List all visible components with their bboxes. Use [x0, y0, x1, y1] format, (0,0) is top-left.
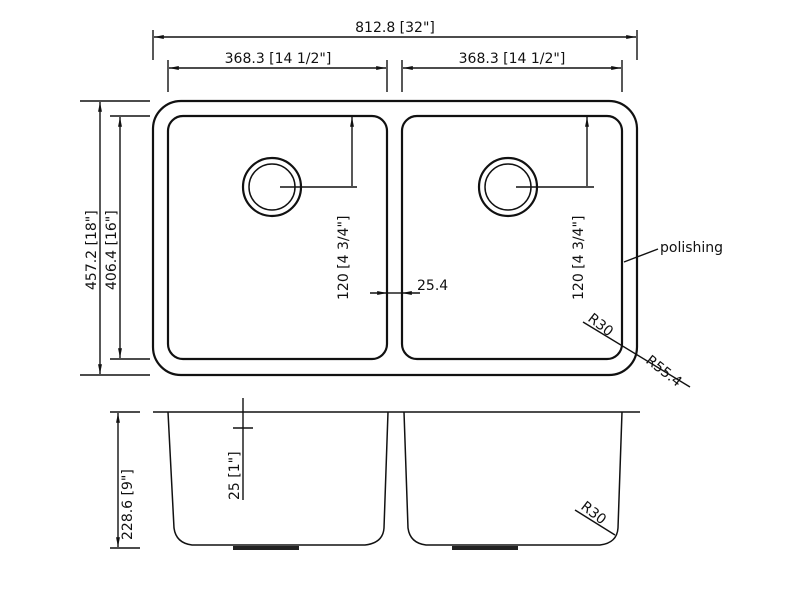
bowl-width-left-label: 368.3 [14 1/2"] [225, 51, 332, 67]
left-drain-profile [233, 546, 299, 550]
drain-offset-right-label: 120 [4 3/4"] [571, 216, 587, 300]
depth-dimensions: 457.2 [18"] 406.4 [16"] [80, 100, 150, 376]
bowl-width-dimensions: 368.3 [14 1/2"] 368.3 [14 1/2"] [167, 51, 623, 92]
polishing-label: polishing [660, 240, 723, 256]
right-drain-profile [452, 546, 518, 550]
bowl-width-right-label: 368.3 [14 1/2"] [459, 51, 566, 67]
right-bowl-profile [403, 411, 623, 546]
drain-offset-left-label: 120 [4 3/4"] [336, 216, 352, 300]
inner-radius-label: R30 [585, 311, 617, 341]
bottom-radius-label: R30 [578, 499, 610, 529]
top-view: 120 [4 3/4"] 120 [4 3/4"] 25.4 polishing… [151, 99, 723, 391]
bowl-height-label: 228.6 [9"] [120, 469, 136, 540]
bowl-depth-label: 406.4 [16"] [104, 210, 120, 290]
sink-rim [151, 99, 639, 377]
overall-depth-label: 457.2 [18"] [84, 210, 100, 290]
overall-width-label: 812.8 [32"] [355, 20, 435, 36]
outer-radius-label: R55.4 [643, 353, 685, 391]
overall-width-dimension: 812.8 [32"] [152, 20, 638, 60]
side-view: 25 [1"] 228.6 [9"] R30 [110, 398, 640, 550]
rim-drop-label: 25 [1"] [227, 451, 243, 500]
right-bowl [400, 114, 624, 361]
left-bowl-profile [167, 411, 389, 546]
divider-width-label: 25.4 [417, 278, 448, 294]
left-bowl [166, 114, 389, 361]
